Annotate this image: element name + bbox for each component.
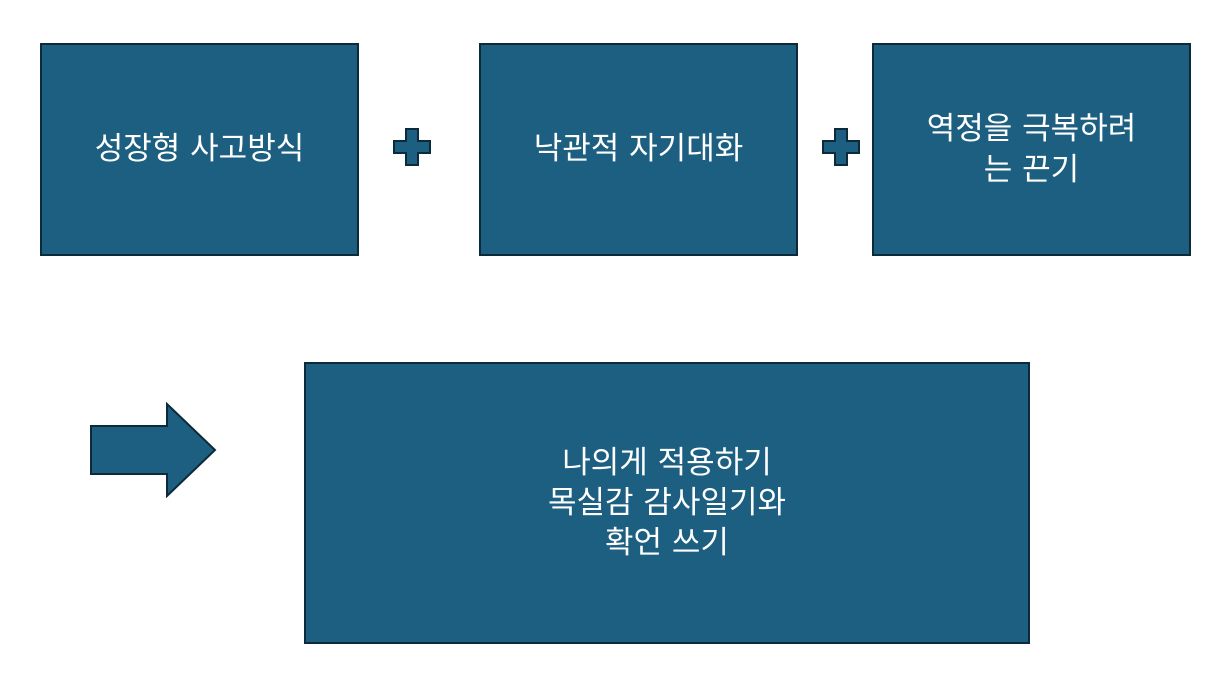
box-label-line-2: 목실감 감사일기와 [547, 484, 786, 521]
box-label-line-2: 는 끈기 [983, 151, 1080, 188]
box-label: 성장형 사고방식 [94, 131, 305, 168]
grit-box: 역정을 극복하려 는 끈기 [872, 43, 1191, 256]
optimistic-self-talk-box: 낙관적 자기대화 [479, 43, 798, 256]
box-label-line-1: 역정을 극복하려 [926, 111, 1137, 148]
plus-icon [822, 128, 860, 166]
box-label: 낙관적 자기대화 [533, 131, 744, 168]
right-arrow-icon [90, 402, 217, 498]
plus-icon [393, 128, 431, 166]
apply-to-me-box: 나의게 적용하기 목실감 감사일기와 확언 쓰기 [304, 362, 1030, 644]
growth-mindset-box: 성장형 사고방식 [40, 43, 359, 256]
box-label-line-3: 확언 쓰기 [605, 525, 729, 562]
box-label-line-1: 나의게 적용하기 [562, 444, 772, 481]
